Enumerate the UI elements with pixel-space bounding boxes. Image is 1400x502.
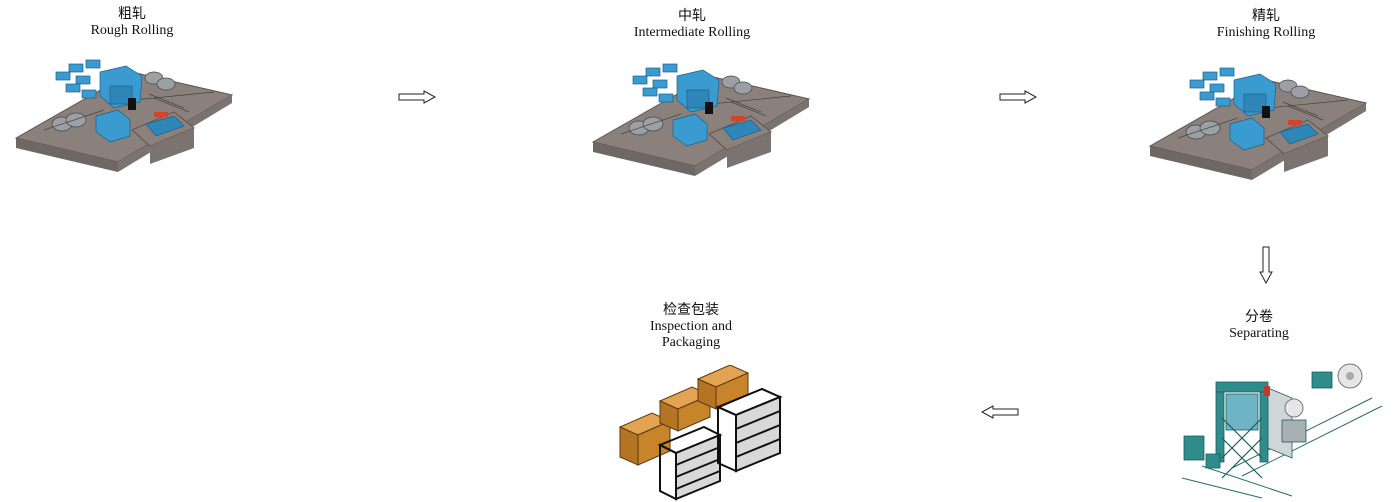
crate-packaging-icon [618, 365, 783, 501]
intermediate-en: Intermediate Rolling [633, 25, 751, 40]
mill-machines [632, 63, 762, 147]
finishing-zh: 精轧 [1252, 9, 1280, 24]
mill-rolls [43, 71, 215, 132]
intermediate-zh: 中轧 [678, 9, 706, 24]
flow-arrow-icon [981, 405, 1019, 419]
stage-label-intermediate: 中轧 Intermediate Rolling [602, 9, 782, 41]
crates [618, 365, 750, 466]
stage-label-inspection: 检查包装 Inspection and Packaging [631, 303, 751, 351]
inspection-en-2: Packaging [661, 335, 721, 350]
separating-en: Separating [1229, 326, 1289, 341]
coil [1284, 363, 1363, 418]
mill-machines [1189, 67, 1319, 151]
stage-label-rough: 粗轧 Rough Rolling [62, 7, 202, 39]
flow-arrow-icon [1259, 246, 1273, 284]
flow-arrow-icon [398, 90, 436, 104]
separating-zh: 分卷 [1245, 310, 1273, 325]
stage-label-separating: 分卷 Separating [1199, 310, 1319, 342]
coil-separator-icon [1181, 363, 1383, 499]
coil-racks [657, 387, 783, 501]
rolling-mill-icon [1148, 67, 1368, 180]
finishing-en: Finishing Rolling [1216, 25, 1316, 40]
rolling-mill-icon [14, 59, 234, 172]
flow-arrow-icon [999, 90, 1037, 104]
inspection-zh: 检查包装 [663, 303, 719, 318]
stage-label-finishing: 精轧 Finishing Rolling [1196, 9, 1336, 41]
mill-rolls [1177, 79, 1349, 140]
rough-zh: 粗轧 [118, 7, 146, 22]
rough-en: Rough Rolling [90, 23, 174, 38]
inspection-en-1: Inspection and [649, 319, 733, 334]
rolling-mill-icon [591, 63, 811, 176]
mill-rolls [620, 75, 792, 136]
mill-machines [55, 59, 185, 143]
